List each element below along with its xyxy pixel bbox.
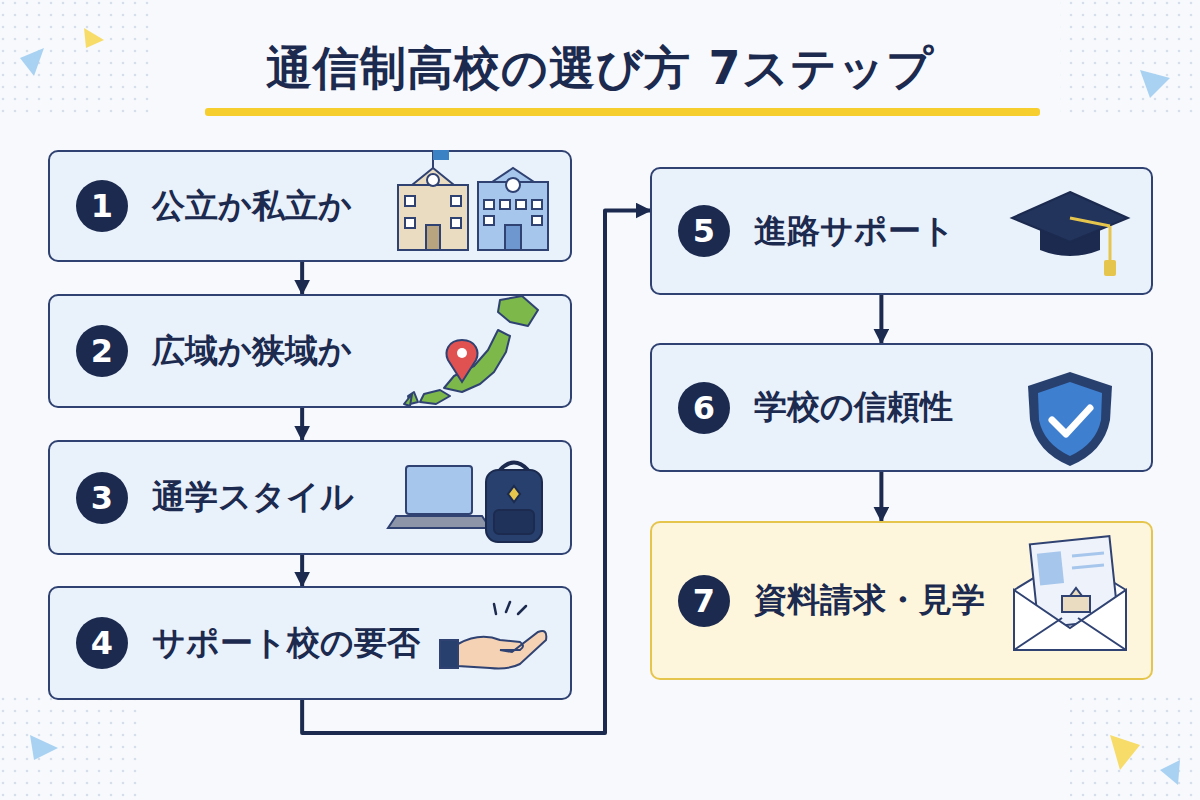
school-icon [398, 150, 548, 250]
step-number: 4 [76, 617, 128, 669]
flow-arrow [300, 408, 304, 440]
flow-arrow [300, 555, 304, 586]
step-box: 4 サポート校の要否 [48, 586, 572, 700]
step-number: 1 [76, 180, 128, 232]
step-box: 3 通学スタイル [48, 440, 572, 555]
graduation-cap-icon [1012, 192, 1128, 276]
envelope-icon [1014, 536, 1126, 650]
step-label: 進路サポート [754, 209, 955, 254]
flow-arrow [879, 472, 883, 521]
shield-icon [1028, 372, 1112, 466]
step-box: 5 進路サポート [650, 167, 1153, 295]
step-label: 学校の信頼性 [754, 385, 953, 430]
step-label: 通学スタイル [152, 475, 354, 520]
step-box: 7 資料請求・見学 [650, 521, 1153, 680]
step-number: 6 [678, 382, 730, 434]
step-number: 3 [76, 472, 128, 524]
step-box: 1 公立か私立か [48, 150, 572, 262]
step-label: 広域か狭域か [152, 329, 352, 374]
backpack-icon [486, 463, 542, 543]
step-number: 7 [678, 575, 730, 627]
step-label: 資料請求・見学 [754, 578, 985, 623]
step-box: 6 学校の信頼性 [650, 343, 1153, 472]
flow-arrow [879, 295, 883, 343]
step-box: 2 広域か狭域か [48, 294, 572, 408]
sparkle-lines [494, 602, 526, 614]
location-pin [447, 340, 478, 382]
step-number: 2 [76, 325, 128, 377]
japan-map-icon [404, 296, 538, 406]
laptop-icon [388, 466, 490, 528]
flow-arrow [300, 262, 304, 294]
step-label: 公立か私立か [152, 184, 352, 229]
step-number: 5 [678, 205, 730, 257]
step-label: サポート校の要否 [152, 621, 420, 666]
diagram-title: 通信制高校の選び方 7ステップ [0, 38, 1200, 100]
hand-icon [440, 631, 546, 669]
